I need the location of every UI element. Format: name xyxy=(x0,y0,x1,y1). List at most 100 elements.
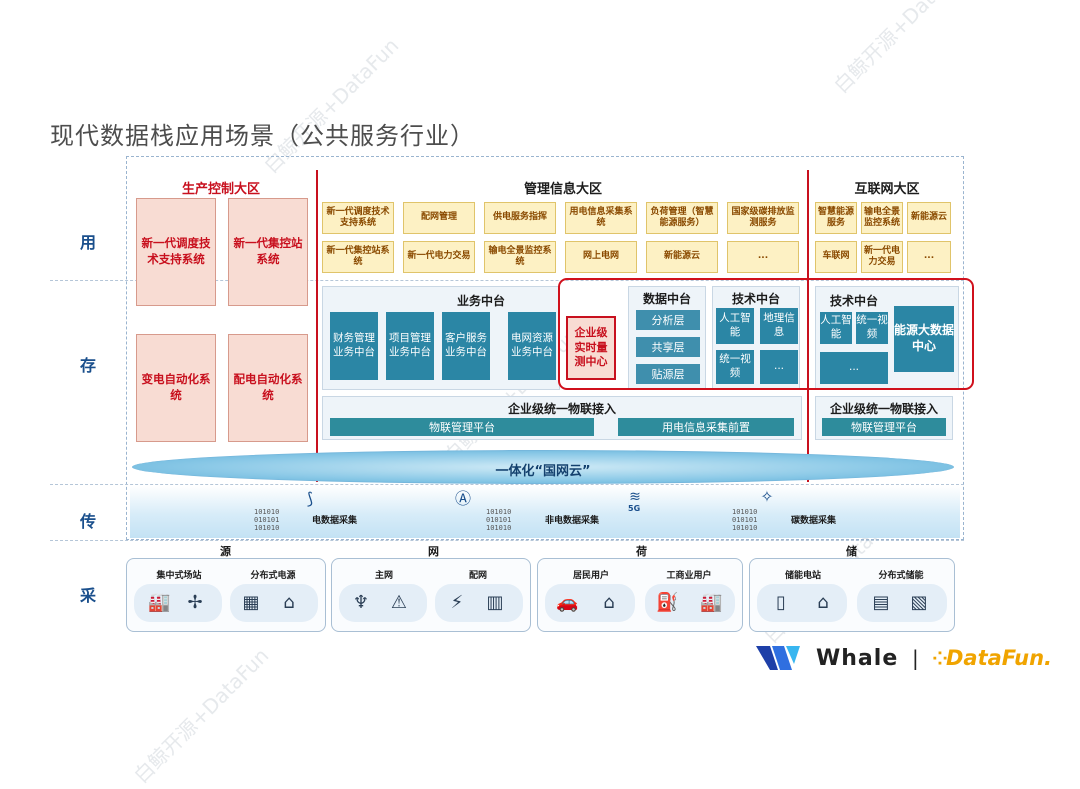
business-platform-item[interactable]: 财务管理业务中台 xyxy=(330,312,378,380)
iot-management-platform[interactable]: 物联管理平台 xyxy=(330,418,594,436)
datafun-logo-text: DataFun. xyxy=(946,646,1053,670)
prod-dispatch-system[interactable]: 新一代调度技术支持系统 xyxy=(136,198,216,306)
collect-sub: 居民用户 xyxy=(572,571,609,581)
collect-subpanel xyxy=(757,584,847,622)
row-label-use: 用 xyxy=(79,233,96,252)
home-icon: ⌂ xyxy=(603,592,615,613)
tech-item[interactable]: 人工智能 xyxy=(716,308,754,344)
whale-logo-text: Whale xyxy=(816,646,899,671)
mgmt-app[interactable]: 新一代集控站系统 xyxy=(322,241,394,273)
mgmt-app[interactable]: 国家级碳排放监测服务 xyxy=(727,202,799,234)
internet-app[interactable]: 新一代电力交易 xyxy=(861,241,903,273)
solar-panel-icon: ▦ xyxy=(242,592,260,613)
collect-sub: 分布式电源 xyxy=(250,571,296,581)
collect-sub: 主网 xyxy=(374,571,393,581)
ev-charging-icon: 🚗 xyxy=(556,592,579,613)
collect-subpanel xyxy=(339,584,427,622)
internet-tech-platform-title: 技术中台 xyxy=(829,294,878,308)
tech-item[interactable]: ... xyxy=(760,350,798,384)
iot-title: 企业级统一物联接入 xyxy=(507,402,616,416)
highlight-box xyxy=(558,278,974,390)
mgmt-app[interactable]: 用电信息采集系统 xyxy=(565,202,637,234)
mgmt-app[interactable]: 网上电网 xyxy=(565,241,637,273)
wifi-icon: ≋ xyxy=(629,489,641,505)
internet-app[interactable]: 输电全景监控系统 xyxy=(861,202,903,234)
business-platform-item[interactable]: 电网资源业务中台 xyxy=(508,312,556,380)
satellite-icon: ✧ xyxy=(760,487,774,506)
internet-app[interactable]: 车联网 xyxy=(815,241,857,273)
business-platform-item[interactable]: 客户服务业务中台 xyxy=(442,312,490,380)
internet-tech-item[interactable]: 人工智能 xyxy=(820,312,852,344)
prod-control-station-system[interactable]: 新一代集控站系统 xyxy=(228,198,308,306)
iot-meter-frontend[interactable]: 用电信息采集前置 xyxy=(618,418,794,436)
iot-management-platform-internet[interactable]: 物联管理平台 xyxy=(822,418,946,436)
row-label-transfer: 传 xyxy=(79,512,96,531)
collect-header-grid: 网 xyxy=(428,545,439,558)
page-title: 现代数据栈应用场景（公共服务行业） xyxy=(50,122,475,150)
row-divider xyxy=(50,540,964,541)
section-production-title: 生产控制大区 xyxy=(181,182,260,197)
collect-subpanel xyxy=(645,584,735,622)
mgmt-app[interactable]: 配网管理 xyxy=(403,202,475,234)
antenna-icon: Ⓐ xyxy=(454,489,471,508)
data-layer[interactable]: 贴源层 xyxy=(636,364,700,384)
data-platform-title: 数据中台 xyxy=(642,292,691,306)
transfer-label: 碳数据采集 xyxy=(791,516,837,526)
internet-app[interactable]: 新能源云 xyxy=(907,202,951,234)
storage-station-icon: ▯ xyxy=(776,592,786,613)
storage-building-icon: ⌂ xyxy=(817,592,829,613)
collect-subpanel xyxy=(857,584,947,622)
section-divider xyxy=(316,170,318,482)
transfer-label: 电数据采集 xyxy=(312,516,358,526)
collect-sub: 储能电站 xyxy=(784,571,821,581)
collect-sub: 集中式场站 xyxy=(156,571,202,581)
mgmt-app[interactable]: ... xyxy=(727,241,799,273)
storage-cabinet-icon: ▧ xyxy=(910,592,928,613)
row-label-store: 存 xyxy=(79,356,96,375)
collect-header-storage: 储 xyxy=(846,545,857,558)
signal-icon: ⟆ xyxy=(306,489,314,508)
collect-header-load: 荷 xyxy=(636,545,647,558)
binary-icon: 101010 010101 101010 xyxy=(732,508,758,532)
data-layer[interactable]: 共享层 xyxy=(636,337,700,357)
business-platform-item[interactable]: 项目管理业务中台 xyxy=(386,312,434,380)
prod-substation-automation[interactable]: 变电自动化系统 xyxy=(136,334,216,442)
diagram-frame xyxy=(126,156,964,540)
binary-icon: 101010 010101 101010 xyxy=(486,508,512,532)
internet-tech-item[interactable]: 统一视频 xyxy=(856,312,888,344)
binary-icon: 101010 010101 101010 xyxy=(254,508,280,532)
tech-item[interactable]: 统一视频 xyxy=(716,350,754,384)
realtime-measurement-center[interactable]: 企业级实时量测中心 xyxy=(566,316,616,380)
mgmt-app[interactable]: 新能源云 xyxy=(646,241,718,273)
internet-app[interactable]: ... xyxy=(907,241,951,273)
charging-station-icon: ⛽ xyxy=(656,592,679,613)
iot-title-internet: 企业级统一物联接入 xyxy=(829,402,938,416)
internet-tech-item[interactable]: ... xyxy=(820,352,888,384)
tech-item[interactable]: 地理信息 xyxy=(760,308,798,344)
mgmt-app[interactable]: 负荷管理（智慧能源服务） xyxy=(646,202,718,234)
internet-app[interactable]: 智慧能源服务 xyxy=(815,202,857,234)
wind-turbine-icon: ✢ xyxy=(187,592,203,613)
collect-sub: 分布式储能 xyxy=(878,571,924,581)
prod-distribution-automation[interactable]: 配电自动化系统 xyxy=(228,334,308,442)
watermark: 白鲸开源+DataFun xyxy=(128,643,274,788)
row-divider xyxy=(50,280,964,281)
mgmt-app[interactable]: 供电服务指挥 xyxy=(484,202,556,234)
mgmt-app[interactable]: 新一代调度技术支持系统 xyxy=(322,202,394,234)
mgmt-app[interactable]: 输电全景监控系统 xyxy=(484,241,556,273)
state-grid-cloud xyxy=(132,450,954,484)
collect-subpanel xyxy=(134,584,222,622)
collect-subpanel xyxy=(545,584,635,622)
collect-subpanel xyxy=(230,584,318,622)
row-divider xyxy=(50,484,964,485)
row-label-collect: 采 xyxy=(79,586,96,605)
datafun-dots-icon: ⁘ xyxy=(932,648,948,670)
section-management-title: 管理信息大区 xyxy=(523,182,602,197)
collect-header-source: 源 xyxy=(220,545,231,558)
power-plant-icon: 🏭 xyxy=(148,592,171,613)
watermark: 白鲸开源+DataFun xyxy=(828,0,974,98)
section-internet-title: 互联网大区 xyxy=(854,182,920,197)
mgmt-app[interactable]: 新一代电力交易 xyxy=(403,241,475,273)
data-layer[interactable]: 分析层 xyxy=(636,310,700,330)
energy-big-data-center[interactable]: 能源大数据中心 xyxy=(894,306,954,372)
